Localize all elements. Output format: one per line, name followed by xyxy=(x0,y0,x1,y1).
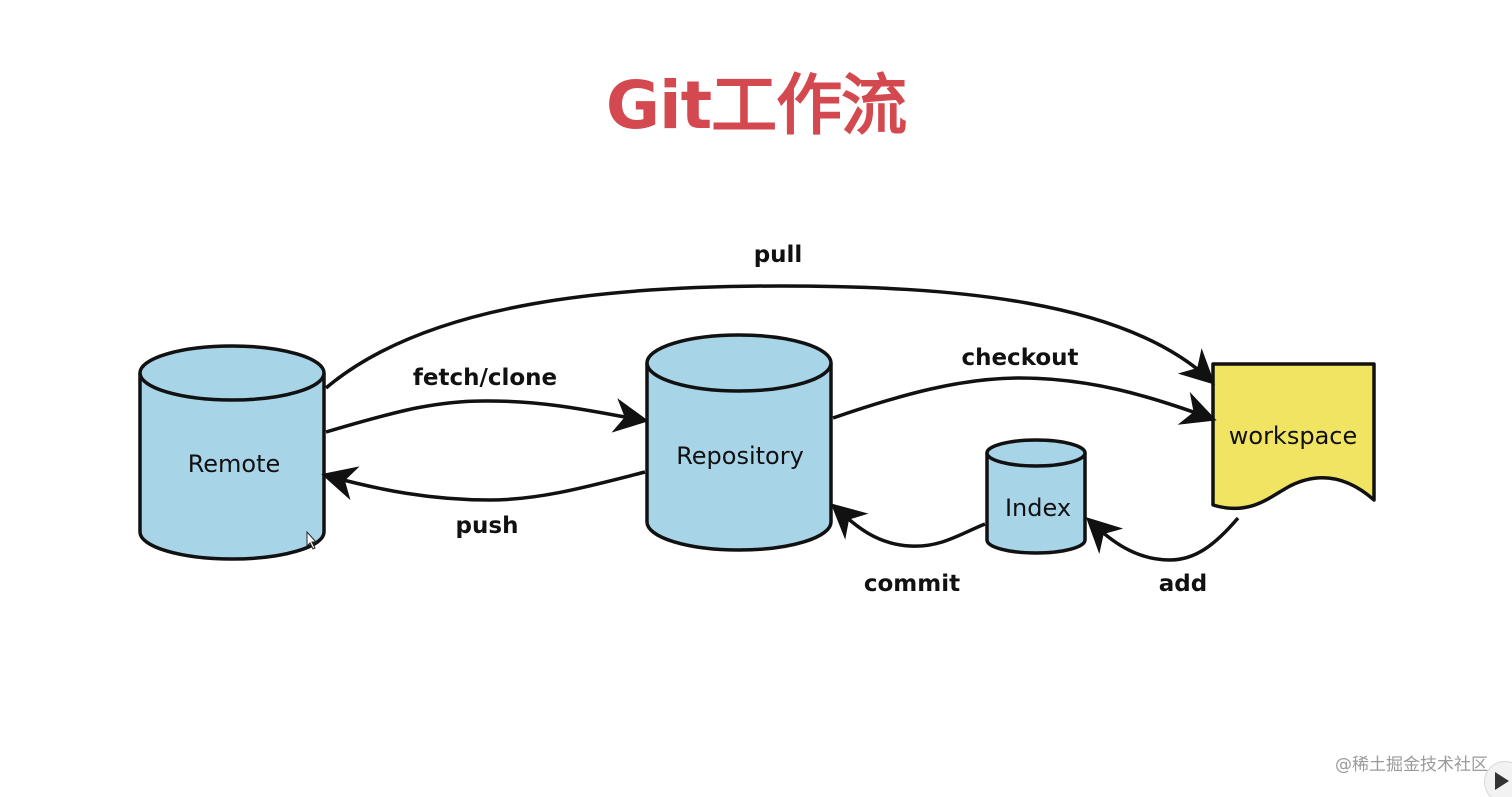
workspace-label: workspace xyxy=(1229,422,1357,450)
commit-label: commit xyxy=(864,571,960,597)
index-node: Index xyxy=(985,438,1087,555)
push-arrow xyxy=(321,466,646,502)
index-label: Index xyxy=(1005,494,1071,522)
remote-label: Remote xyxy=(188,450,281,478)
page-title: Git工作流 xyxy=(605,67,907,144)
fetch-clone-label: fetch/clone xyxy=(413,365,557,391)
repository-label: Repository xyxy=(676,442,804,470)
add-arrow xyxy=(1085,516,1240,562)
commit-arrow xyxy=(830,503,986,548)
add-label: add xyxy=(1159,571,1207,597)
mouse-cursor-icon xyxy=(306,530,318,550)
push-label: push xyxy=(456,513,519,539)
play-button-icon[interactable] xyxy=(1484,761,1512,797)
watermark: @稀土掘金技术社区 xyxy=(1335,755,1488,775)
repository-node: Repository xyxy=(645,333,833,552)
remote-node: Remote xyxy=(138,344,326,561)
checkout-label: checkout xyxy=(961,345,1078,371)
pull-arrow xyxy=(324,284,1216,390)
checkout-arrow xyxy=(832,376,1217,425)
workspace-node: workspace xyxy=(1211,362,1376,511)
fetch-clone-arrow xyxy=(325,398,649,434)
pull-label: pull xyxy=(754,242,803,268)
